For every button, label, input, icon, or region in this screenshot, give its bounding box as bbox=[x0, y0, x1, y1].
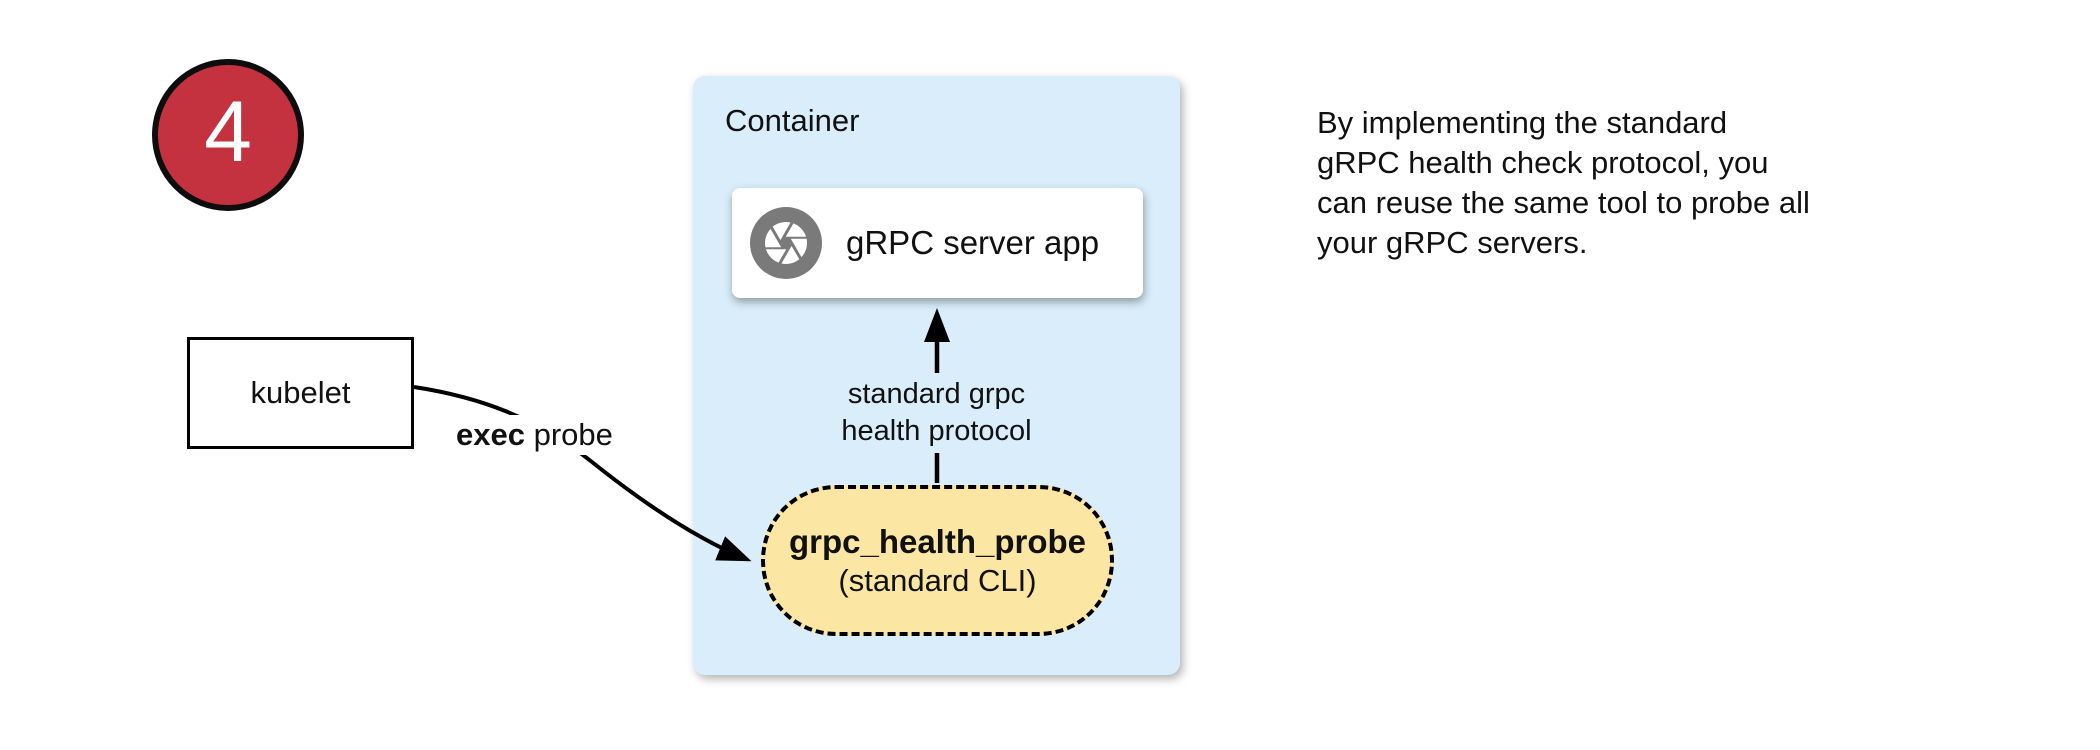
container-box: Container gRPC server app bbox=[693, 76, 1180, 675]
exec-probe-label-rest: probe bbox=[524, 417, 613, 452]
exec-probe-label: exec probe bbox=[450, 415, 619, 455]
grpc-health-probe-subtitle: (standard CLI) bbox=[838, 562, 1037, 598]
grpc-server-app-box: gRPC server app bbox=[732, 188, 1143, 298]
annotation-text: By implementing the standard gRPC health… bbox=[1317, 103, 1810, 263]
annotation-line: your gRPC servers. bbox=[1317, 225, 1588, 260]
step-badge: 4 bbox=[152, 59, 304, 211]
health-protocol-label-line1: standard grpc bbox=[847, 378, 1026, 410]
health-protocol-label: standard grpc health protocol bbox=[831, 373, 1042, 453]
grpc-health-probe-title: grpc_health_probe bbox=[788, 522, 1087, 560]
annotation-line: By implementing the standard bbox=[1317, 105, 1728, 140]
annotation-line: can reuse the same tool to probe all bbox=[1317, 185, 1810, 220]
annotation-line: gRPC health check protocol, you bbox=[1317, 145, 1769, 180]
exec-probe-label-bold: exec bbox=[456, 417, 525, 452]
container-title: Container bbox=[725, 103, 860, 138]
kubelet-box: kubelet bbox=[187, 337, 414, 449]
grpc-server-app-label: gRPC server app bbox=[846, 224, 1100, 261]
kubelet-label: kubelet bbox=[250, 375, 351, 410]
health-protocol-label-line2: health protocol bbox=[841, 415, 1032, 447]
grpc-aperture-icon bbox=[750, 207, 822, 279]
grpc-health-probe-box: grpc_health_probe (standard CLI) bbox=[761, 485, 1114, 636]
step-number: 4 bbox=[204, 84, 252, 180]
